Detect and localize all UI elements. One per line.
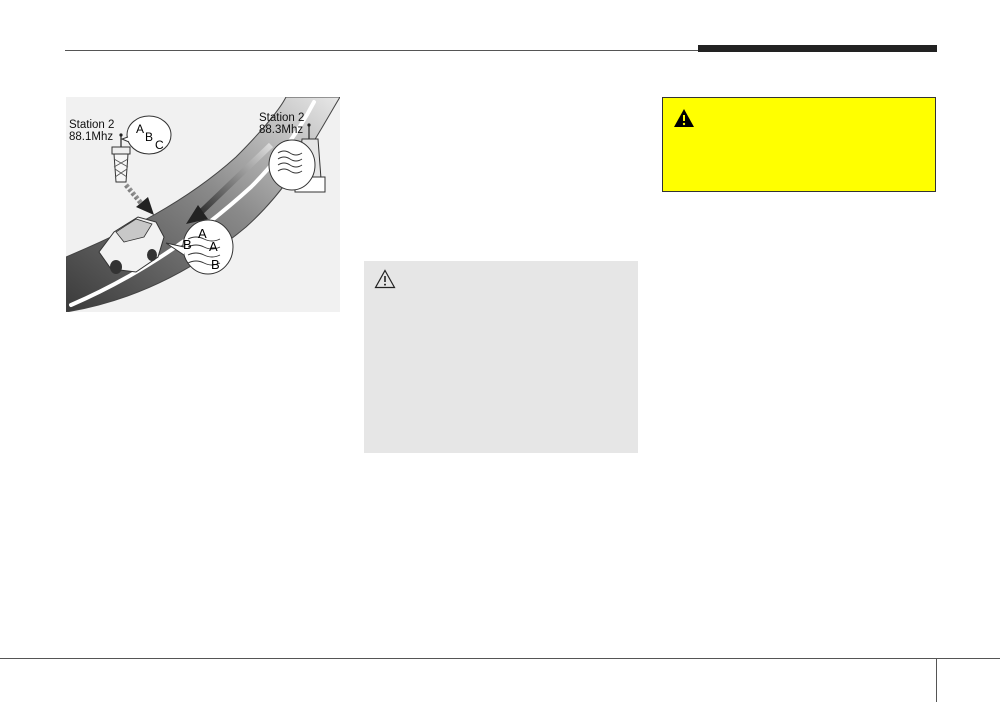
warning-box — [662, 97, 936, 192]
bubble-left-letter-b: B — [145, 130, 153, 144]
station-right-label: Station 2 88.3Mhz — [259, 112, 304, 136]
station-left-name: Station 2 — [69, 119, 115, 131]
reception-diagram-graphic: A B C — [66, 97, 340, 312]
bubble-car-letter-b-bottom: B — [211, 257, 220, 272]
caution-box — [364, 261, 638, 453]
bubble-right — [268, 139, 316, 191]
caution-triangle-icon — [374, 269, 396, 289]
footer-page-divider — [936, 658, 937, 702]
station-right-frequency: 88.3Mhz — [259, 124, 304, 136]
header-section-bar — [698, 45, 937, 52]
bubble-car-letter-a-right: A — [209, 239, 218, 254]
bubble-car-letter-b-left: B — [183, 237, 192, 252]
station-left-label: Station 2 88.1Mhz — [69, 119, 114, 143]
warning-triangle-icon — [674, 109, 694, 127]
bubble-left-letter-a: A — [136, 122, 144, 136]
station-left-frequency: 88.1Mhz — [69, 131, 114, 143]
car-icon — [98, 216, 165, 274]
radio-reception-illustration: A B C — [66, 97, 340, 312]
bubble-car: A B A B — [165, 219, 234, 275]
footer-rule — [0, 658, 1000, 659]
bubble-left-letter-c: C — [155, 138, 164, 152]
header-rule — [65, 50, 937, 51]
station-right-name: Station 2 — [259, 112, 305, 124]
left-tower-icon — [111, 133, 131, 183]
bubble-left: A B C — [120, 115, 172, 155]
bubble-car-letter-a-top: A — [198, 226, 207, 241]
